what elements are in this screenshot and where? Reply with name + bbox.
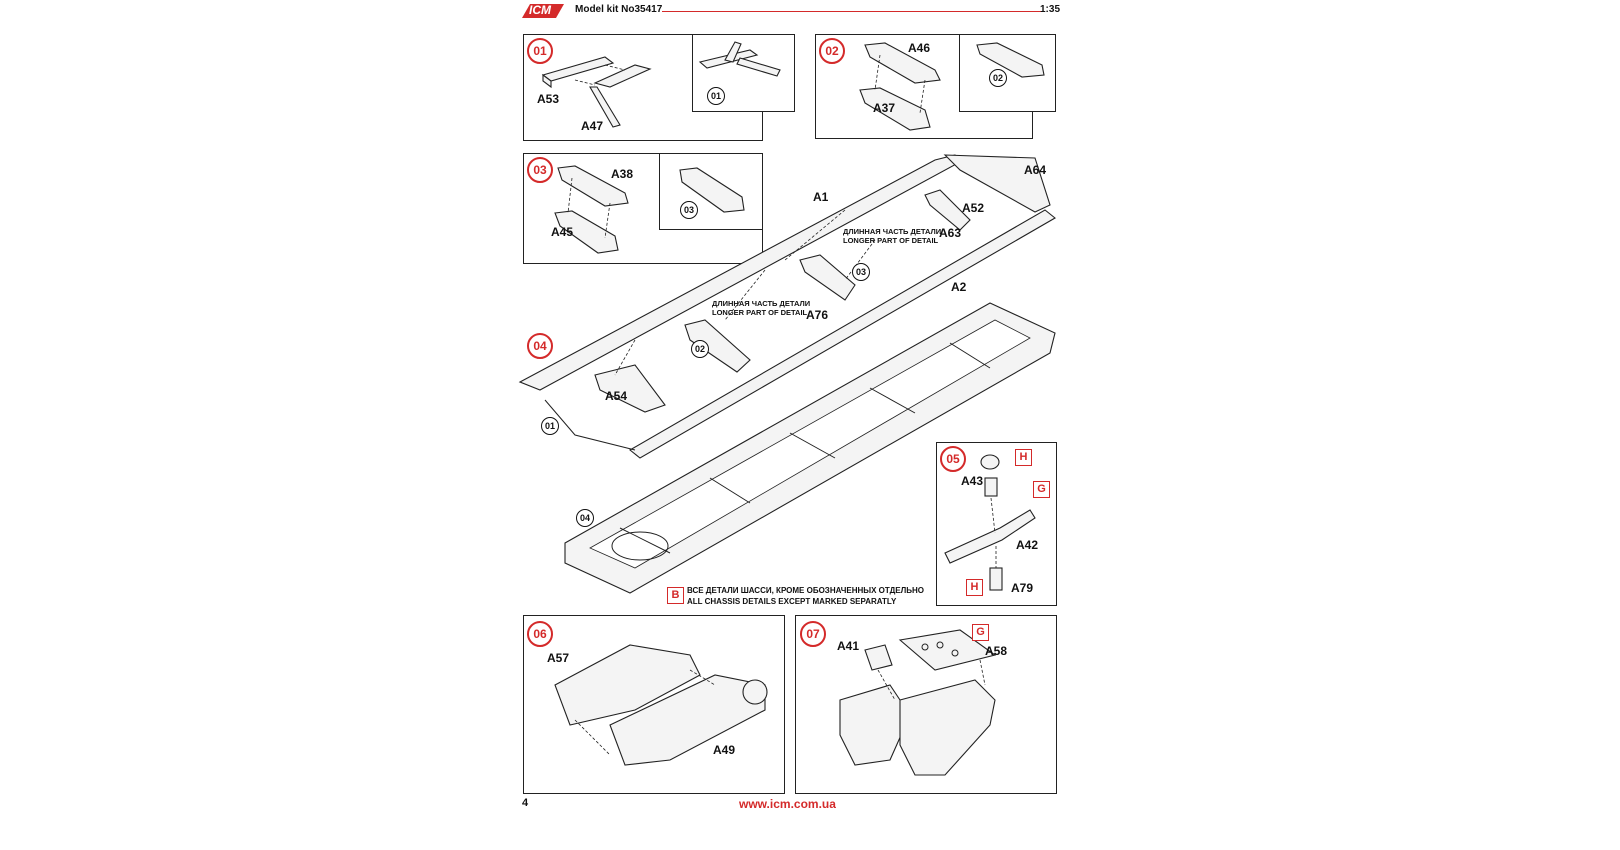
paint-b-icon: B xyxy=(667,587,684,604)
paint-note-en: ALL CHASSIS DETAILS EXCEPT MARKED SEPARA… xyxy=(687,597,897,606)
paint-h-bottom-icon: H xyxy=(966,579,983,596)
step-02-drawing xyxy=(859,42,941,131)
part-a79: A79 xyxy=(1011,581,1034,595)
step-01-badge: 01 xyxy=(527,38,553,64)
ref-03-chassis-icon: 03 xyxy=(852,263,870,281)
longer-part-note-2-en: LONGER PART OF DETAIL xyxy=(712,308,808,317)
ref-02-chassis-icon: 02 xyxy=(691,340,709,358)
part-a42: A42 xyxy=(1016,538,1039,552)
longer-part-note-2-ru: ДЛИННАЯ ЧАСТЬ ДЕТАЛИ xyxy=(712,299,811,308)
longer-part-note-1-en: LONGER PART OF DETAIL xyxy=(843,236,939,245)
step-06-badge: 06 xyxy=(527,621,553,647)
step-06-drawing xyxy=(554,644,768,766)
part-a37: A37 xyxy=(873,101,896,115)
step-02-badge: 02 xyxy=(819,38,845,64)
part-a49: A49 xyxy=(713,743,736,757)
step-02-result-drawing xyxy=(976,42,1045,78)
paint-h-top-icon: H xyxy=(1015,449,1032,466)
website-link[interactable]: www.icm.com.ua xyxy=(739,797,836,811)
step-07-drawing xyxy=(839,629,997,776)
part-a47: A47 xyxy=(581,119,604,133)
ref-01-icon: 01 xyxy=(707,87,725,105)
part-a64: A64 xyxy=(1024,163,1047,177)
step-03-result-drawing xyxy=(679,167,745,213)
ref-01-chassis-icon: 01 xyxy=(541,417,559,435)
ref-02-icon: 02 xyxy=(989,69,1007,87)
step-05-drawing xyxy=(944,454,1036,591)
part-a43: A43 xyxy=(961,474,984,488)
paint-g-step07-icon: G xyxy=(972,624,989,641)
part-a57: A57 xyxy=(547,651,570,665)
longer-part-note-1: ДЛИННАЯ ЧАСТЬ ДЕТАЛИ LONGER PART OF DETA… xyxy=(843,227,941,245)
part-a63: A63 xyxy=(939,226,962,240)
step-03-badge: 03 xyxy=(527,157,553,183)
step-01-result-drawing xyxy=(698,41,781,77)
part-a76: A76 xyxy=(806,308,829,322)
step-03-drawing xyxy=(554,165,629,254)
kit-label: Model kit No35417 xyxy=(575,4,663,15)
ref-03-icon: 03 xyxy=(680,201,698,219)
part-a58: A58 xyxy=(985,644,1008,658)
part-a46: A46 xyxy=(908,41,931,55)
part-a45: A45 xyxy=(551,225,574,239)
assembled-chassis-drawing xyxy=(564,302,1056,594)
header-rule xyxy=(662,11,1042,12)
part-a41: A41 xyxy=(837,639,860,653)
part-a38: A38 xyxy=(611,167,634,181)
paint-g-icon: G xyxy=(1033,481,1050,498)
paint-note-ru: ВСЕ ДЕТАЛИ ШАССИ, КРОМЕ ОБОЗНАЧЕННЫХ ОТД… xyxy=(687,586,924,595)
logo-text: ICM xyxy=(529,3,551,17)
longer-part-note-2: ДЛИННАЯ ЧАСТЬ ДЕТАЛИ LONGER PART OF DETA… xyxy=(712,299,810,317)
step-05-badge: 05 xyxy=(940,446,966,472)
part-a2: A2 xyxy=(951,280,967,294)
paint-note-text: ВСЕ ДЕТАЛИ ШАССИ, КРОМЕ ОБОЗНАЧЕННЫХ ОТД… xyxy=(687,585,924,607)
step-01-drawing xyxy=(541,56,652,128)
scale-label: 1:35 xyxy=(1040,4,1061,15)
longer-part-note-1-ru: ДЛИННАЯ ЧАСТЬ ДЕТАЛИ xyxy=(843,227,942,236)
part-a53: A53 xyxy=(537,92,560,106)
part-a52: A52 xyxy=(962,201,985,215)
page-number: 4 xyxy=(522,797,529,809)
step-04-badge: 04 xyxy=(527,333,553,359)
part-a1: A1 xyxy=(813,190,829,204)
chassis-exploded-drawing xyxy=(518,154,1056,459)
ref-04-icon: 04 xyxy=(576,509,594,527)
header: ICM Model kit No35417 1:35 xyxy=(520,0,1060,22)
step-07-badge: 07 xyxy=(800,621,826,647)
icm-logo: ICM xyxy=(520,2,566,20)
part-a54: A54 xyxy=(605,389,628,403)
